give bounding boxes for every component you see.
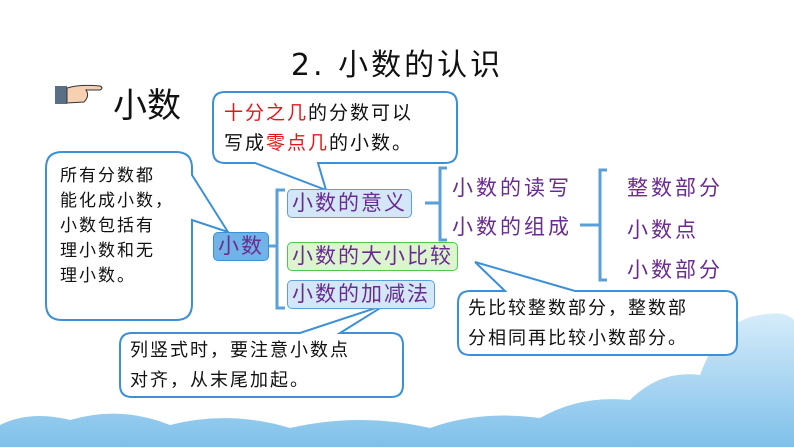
bracket-composition (580, 168, 607, 282)
callout-top-bubble (212, 91, 458, 192)
callout-left-text: 所有分数都 能化成小数， 小数包括有 理小数和无 理小数。 (60, 164, 174, 289)
node-meaning: 小数的意义 (287, 189, 412, 218)
node-integer-part: 整数部分 (627, 176, 723, 200)
callout-line: 理小数。 (60, 266, 136, 286)
callout-text: 写成 (224, 132, 267, 154)
callout-add-bubble (119, 304, 404, 398)
callout-compare-bubble (457, 261, 738, 356)
node-add-subtract: 小数的加减法 (287, 280, 435, 309)
callout-line: 分相同再比较小数部分。 (468, 328, 688, 349)
pointing-hand-icon (55, 84, 103, 104)
callout-left-bubble (45, 151, 231, 321)
node-composition: 小数的组成 (452, 215, 572, 239)
highlight-text: 十分之几 (224, 102, 309, 124)
node-compare: 小数的大小比较 (287, 242, 458, 271)
callout-line: 小数包括有 (60, 216, 155, 236)
bracket-main (268, 188, 285, 310)
section-heading: 小数 (113, 86, 181, 126)
callout-line: 能化成小数， (60, 191, 174, 211)
callout-text: 的分数可以 (308, 102, 414, 124)
callout-line: 理小数和无 (60, 241, 155, 261)
callout-line: 所有分数都 (60, 166, 155, 186)
node-decimal-point: 小数点 (627, 218, 699, 242)
node-decimal-part: 小数部分 (627, 258, 723, 282)
callout-compare-text: 先比较整数部分，整数部 分相同再比较小数部分。 (468, 294, 688, 354)
callout-text: 的小数。 (329, 132, 414, 154)
callout-line: 列竖式时，要注意小数点 (130, 340, 350, 361)
callout-top-text: 十分之几的分数可以 写成零点几的小数。 (224, 98, 413, 158)
callout-line: 对齐，从末尾加起。 (130, 370, 310, 391)
callout-line: 先比较整数部分，整数部 (468, 298, 688, 319)
bracket-meaning (425, 166, 447, 242)
page-title: 2. 小数的认识 (290, 48, 504, 83)
root-node: 小数 (213, 232, 269, 261)
callout-add-text: 列竖式时，要注意小数点 对齐，从末尾加起。 (130, 336, 350, 396)
cloud-decoration (0, 313, 794, 447)
node-read-write: 小数的读写 (452, 176, 572, 200)
highlight-text: 零点几 (266, 132, 330, 154)
